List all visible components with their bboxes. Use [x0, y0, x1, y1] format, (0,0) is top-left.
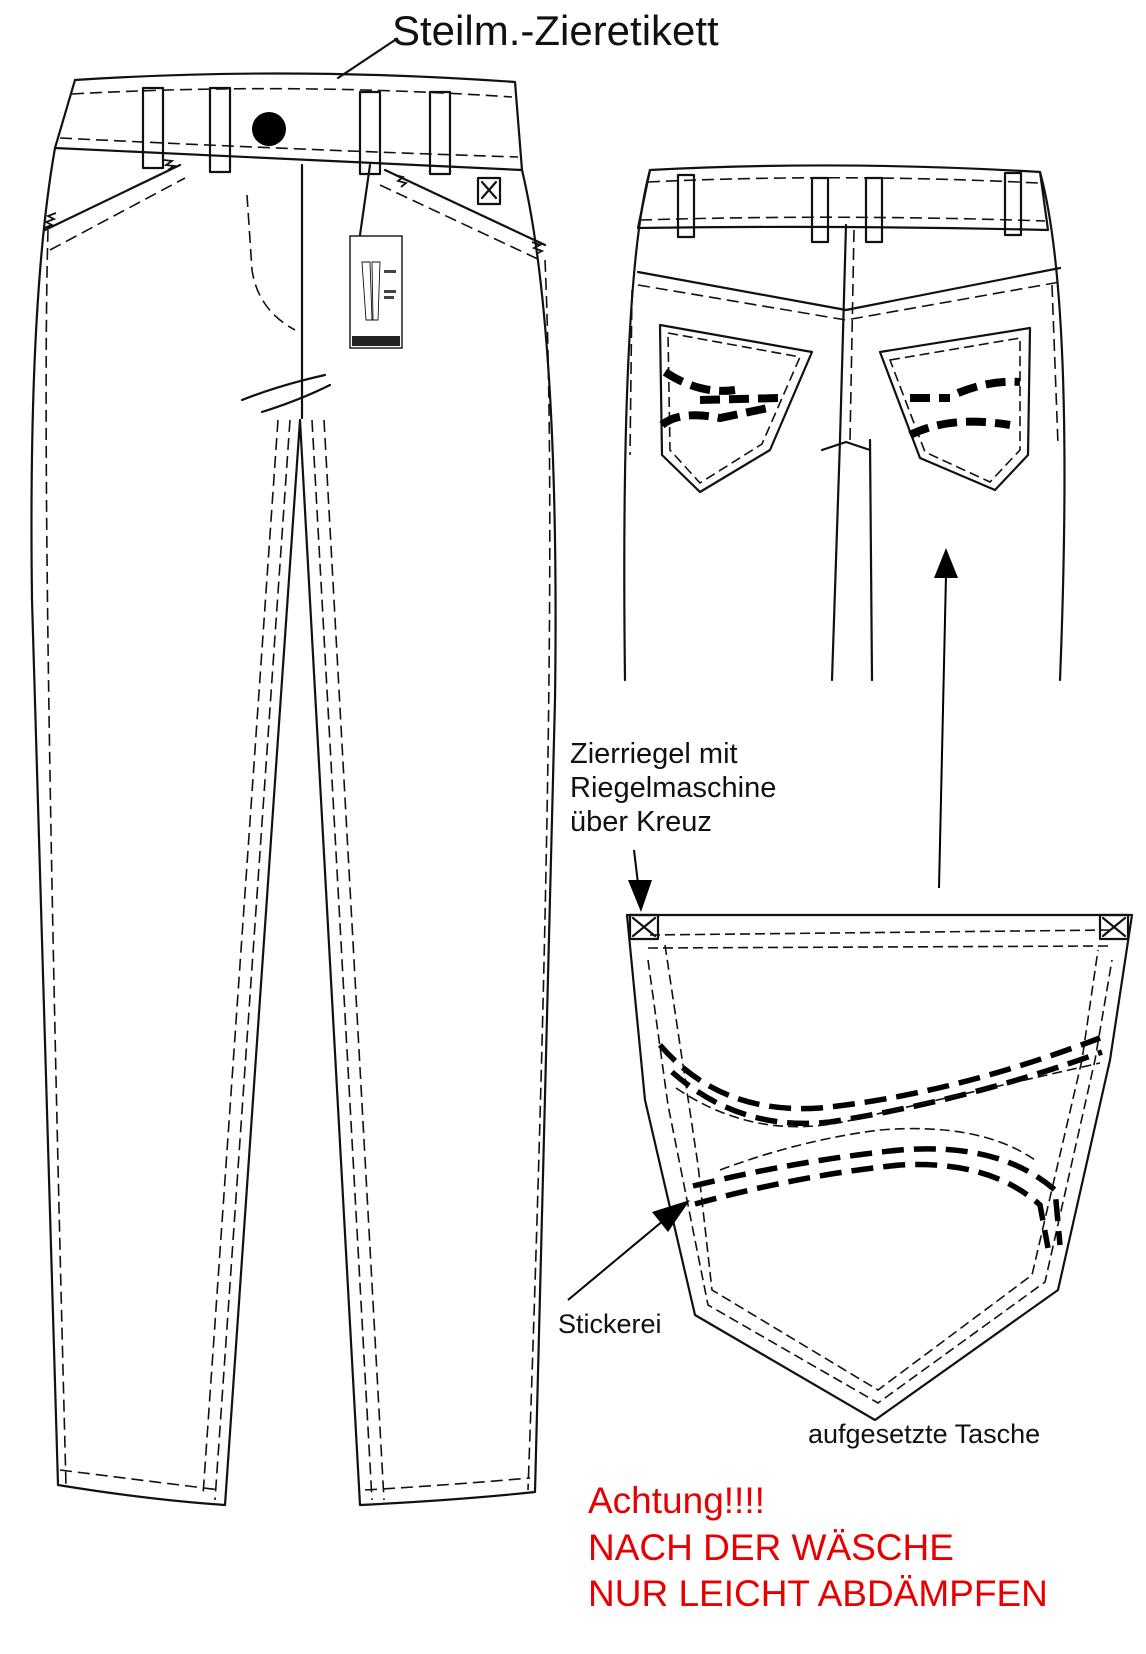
- back-pocket-left: [658, 323, 814, 494]
- front-pocket-right: [383, 168, 547, 247]
- front-view: [30, 38, 557, 1507]
- detail-pointer-arrow: [934, 548, 958, 889]
- back-pocket-right: [878, 326, 1032, 492]
- bartack-label-line1: Zierriegel mit: [570, 738, 738, 770]
- front-belt-loops: [141, 86, 452, 176]
- waist-label: Steilm.-Zieretikett: [392, 7, 719, 54]
- warning-line1: Achtung!!!!: [588, 1480, 765, 1521]
- back-view: [623, 164, 1066, 682]
- bartack-label-line3: über Kreuz: [570, 806, 712, 838]
- back-belt-loops: [676, 171, 1023, 244]
- patch-pocket-label: aufgesetzte Tasche: [808, 1419, 1040, 1449]
- embroidery-label: Stickerei: [558, 1309, 662, 1339]
- hang-tag: [349, 163, 403, 349]
- front-pocket-left: [43, 163, 182, 232]
- back-waistband: [636, 164, 1050, 232]
- warning-line3: NUR LEICHT ABDÄMPFEN: [588, 1573, 1048, 1614]
- bartack-label-line2: Riegelmaschine: [570, 772, 776, 804]
- pocket-detail: [567, 849, 1134, 1422]
- bartack-left: [628, 913, 660, 941]
- bartack-right: [1098, 913, 1130, 941]
- front-button: [252, 112, 286, 146]
- front-body-outline: [30, 146, 557, 1507]
- warning-line2: NACH DER WÄSCHE: [588, 1527, 954, 1568]
